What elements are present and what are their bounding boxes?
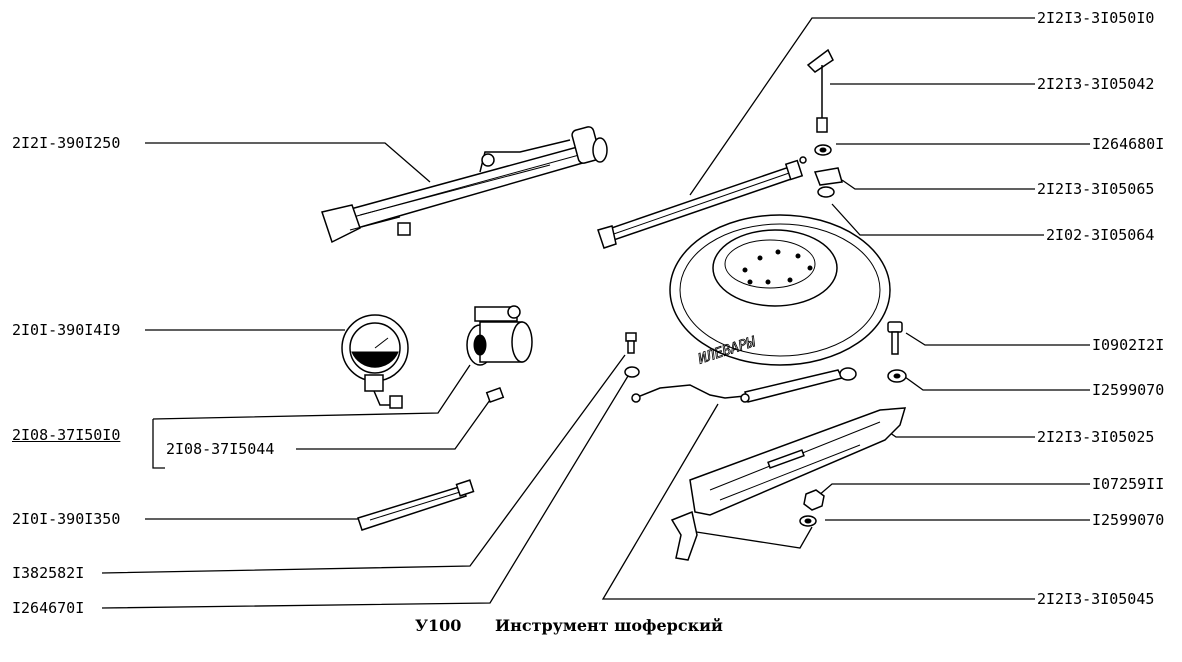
leader-lines (101, 17, 1090, 609)
spare-tire: ИЛЕВАРЫ (669, 214, 891, 368)
washer-right (887, 369, 907, 383)
washer-top (814, 144, 832, 156)
label-connector: 2I08-37I5044 (166, 440, 275, 458)
strap (631, 367, 857, 403)
label-washer-mid: 2I02-3I05064 (1046, 226, 1155, 244)
figure-title: Инструмент шоферский (495, 616, 723, 635)
label-small-bolt: I382582I (12, 564, 85, 582)
label-pressure-gauge: 2I0I-390I4I9 (12, 321, 121, 339)
label-compressor-set: 2I08-37I50I0 (12, 426, 121, 444)
nut (803, 489, 825, 511)
clamp-plate (813, 167, 843, 186)
connector (485, 386, 505, 404)
label-bracket: 2I2I3-3I05025 (1037, 428, 1155, 446)
figure-code: У100 (415, 616, 462, 635)
jack (321, 126, 608, 244)
label-washer-top: I264680I (1092, 135, 1165, 153)
small-bolt-left (625, 332, 637, 354)
jack-handle (597, 156, 807, 249)
label-washer-right: I2599070 (1092, 381, 1165, 399)
compressor (466, 305, 533, 366)
bolt (887, 321, 903, 355)
washer-bracket (799, 515, 817, 527)
label-nut: I07259II (1092, 475, 1165, 493)
label-washer-bracket: I2599070 (1092, 511, 1165, 529)
label-wrench: 2I0I-390I350 (12, 510, 121, 528)
label-small-washer: I264670I (12, 599, 85, 617)
washer-mid (817, 186, 835, 198)
label-jack-handle: 2I2I3-3I050I0 (1037, 9, 1155, 27)
pressure-gauge (341, 314, 409, 409)
small-washer-left (624, 366, 640, 378)
label-wing-bolt: 2I2I3-3I05042 (1037, 75, 1155, 93)
label-jack: 2I2I-390I250 (12, 134, 121, 152)
wing-bolt (806, 48, 834, 133)
bracket (670, 407, 907, 561)
label-bolt: I0902I2I (1092, 336, 1165, 354)
wrench (357, 479, 475, 531)
label-strap: 2I2I3-3I05045 (1037, 590, 1155, 608)
label-clamp-plate: 2I2I3-3I05065 (1037, 180, 1155, 198)
